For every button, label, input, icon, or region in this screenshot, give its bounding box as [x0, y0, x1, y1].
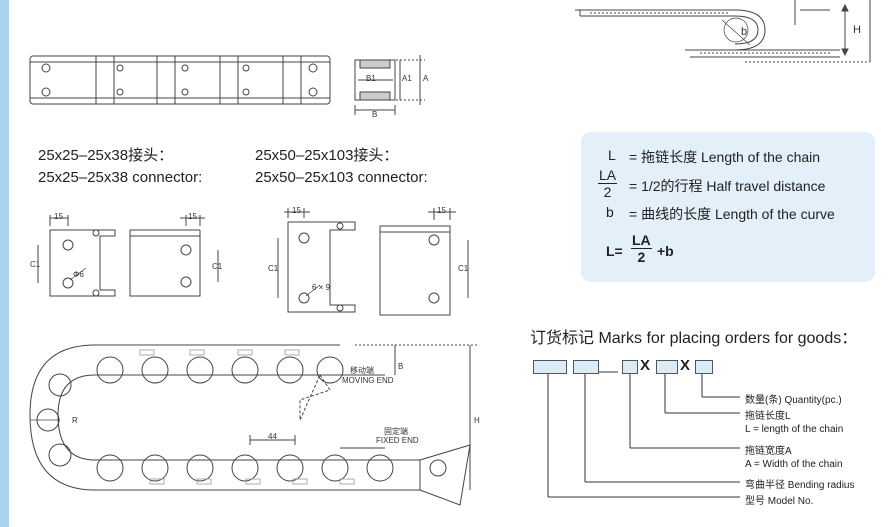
order-box-model: [533, 360, 567, 374]
legend-model: 型号 Model No.: [745, 496, 814, 507]
formula-l-symbol: L: [608, 147, 616, 163]
order-box-radius: [573, 360, 599, 374]
dim-15-b: 15: [188, 212, 197, 221]
dim-15-d: 15: [437, 206, 446, 215]
moving-end-en: MOVING END: [342, 376, 394, 385]
legend-length-en: L = length of the chain: [745, 424, 844, 435]
dim-b-curve: b: [741, 26, 748, 38]
formula-total-num: LA: [631, 232, 652, 249]
connector-25x25-drawing: [37, 215, 219, 297]
chain-curve-drawing: [29, 344, 478, 506]
legend-radius: 弯曲半径 Bending radius: [745, 480, 855, 491]
dim-a: A: [423, 74, 429, 83]
connector-right-en: 25x50–25x103 connector:: [255, 169, 428, 186]
dim-44: 44: [268, 432, 277, 441]
curve-drawing-top: [575, 0, 871, 63]
order-x1: X: [640, 357, 651, 374]
formula-half-fraction: LA 2: [598, 167, 618, 200]
formula-total-den: 2: [637, 249, 646, 265]
dim-h-top: H: [853, 24, 861, 36]
connector-left-cn: 25x25–25x38接头：: [38, 147, 174, 164]
formula-half-def: = 1/2的行程 Half travel distance: [629, 178, 826, 194]
fixed-end-en: FIXED END: [376, 436, 419, 445]
order-box-length: [656, 360, 678, 374]
dim-r: R: [72, 416, 78, 425]
moving-end-cn: 移动端: [350, 366, 374, 375]
formula-total-rhs: +b: [657, 243, 674, 259]
formula-b-def: = 曲线的长度 Length of the curve: [629, 206, 835, 222]
formula-total-fraction: LA 2: [631, 232, 652, 265]
legend-length-cn: 拖链长度L: [745, 411, 791, 422]
legend-quantity: 数量(条) Quantity(pc.): [745, 395, 842, 406]
order-title: 订货标记 Marks for placing orders for goods：: [530, 330, 858, 347]
connector-right-cn: 25x50–25x103接头：: [255, 147, 399, 164]
connector-left-en: 25x25–25x38 connector:: [38, 169, 203, 186]
legend-width-en: A = Width of the chain: [745, 459, 843, 470]
formula-l-def: = 拖链长度 Length of the chain: [629, 149, 821, 165]
fixed-end-cn: 固定端: [384, 427, 408, 436]
dim-15-c: 15: [292, 206, 301, 215]
formula-total-lhs: L=: [606, 243, 623, 259]
connector-25x50-drawing: [277, 208, 469, 316]
dim-c1-b: C1: [212, 262, 223, 271]
order-box-quantity: [695, 360, 713, 374]
dim-15-a: 15: [54, 212, 63, 221]
dim-6x9: 6 × 9: [312, 283, 331, 292]
dim-phi6: Φ6: [73, 270, 84, 279]
chain-side-view: [29, 55, 331, 105]
formula-box: L = 拖链长度 Length of the chain LA 2 = 1/2的…: [581, 132, 875, 282]
left-accent-bar: [0, 0, 9, 527]
dim-c1-a: C1: [30, 260, 41, 269]
order-x2: X: [680, 357, 691, 374]
formula-b-symbol: b: [606, 204, 614, 220]
order-lines: [547, 371, 740, 498]
formula-half-num: LA: [598, 167, 618, 184]
formula-half-den: 2: [603, 184, 612, 200]
order-box-width: [622, 360, 638, 374]
dim-c1-d: C1: [458, 264, 469, 273]
cross-section-view: [354, 55, 425, 115]
dim-h-chain: H: [474, 416, 480, 425]
dim-b: B: [372, 110, 378, 119]
dim-c1-c: C1: [268, 264, 279, 273]
dim-b-chain: B: [398, 362, 404, 371]
dim-b1: B1: [366, 74, 376, 83]
dim-a1: A1: [402, 74, 412, 83]
legend-width-cn: 拖链宽度A: [745, 446, 792, 457]
